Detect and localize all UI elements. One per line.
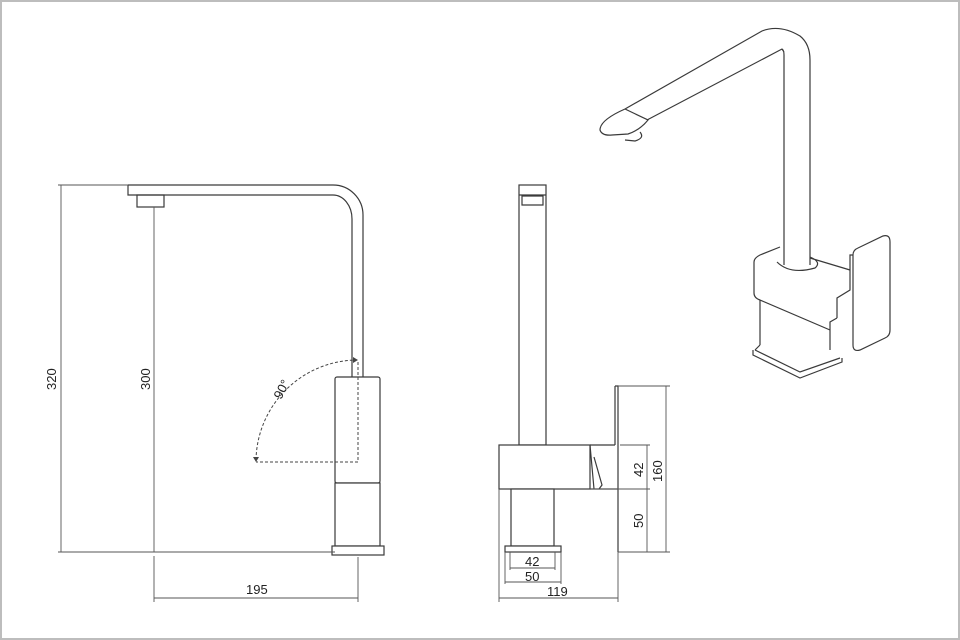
iso-handle	[836, 235, 891, 352]
dim-50-height-label: 50	[631, 514, 646, 528]
dim-160-label: 160	[650, 460, 665, 482]
spout-column	[518, 184, 547, 446]
spout-cap	[519, 194, 546, 206]
dim-42-label: 42	[525, 554, 539, 569]
dim-42-height-label: 42	[631, 463, 646, 477]
dim-300-195-lines	[153, 207, 359, 602]
swivel-arc	[255, 359, 357, 461]
base-plate	[504, 545, 562, 553]
spout-outline	[127, 184, 364, 377]
base-plate	[331, 545, 385, 556]
aerator	[136, 194, 165, 208]
iso-spout	[599, 27, 811, 265]
isometric-view	[599, 27, 891, 379]
right-dimension-lines	[590, 385, 670, 553]
tap-stem	[510, 488, 555, 547]
angle-label: 90°	[270, 377, 292, 401]
swivel-guide	[256, 362, 359, 463]
iso-body	[753, 246, 851, 350]
dim-320-label: 320	[44, 368, 59, 390]
handle-plate	[614, 385, 619, 552]
dim-119-label: 119	[547, 584, 568, 599]
dim-50-label: 50	[525, 569, 539, 584]
tap-stem	[334, 482, 381, 547]
bottom-dimension-lines	[498, 489, 619, 602]
dim-195-label: 195	[246, 582, 268, 597]
side-view: 90° 320 300 195	[44, 184, 385, 602]
dim-320-line	[58, 184, 335, 553]
front-view: 42 50 119 42 50 160	[498, 184, 670, 602]
body-block	[498, 444, 591, 490]
iso-base	[752, 344, 843, 379]
dim-300-label: 300	[138, 368, 153, 390]
handle-lever	[589, 444, 618, 490]
